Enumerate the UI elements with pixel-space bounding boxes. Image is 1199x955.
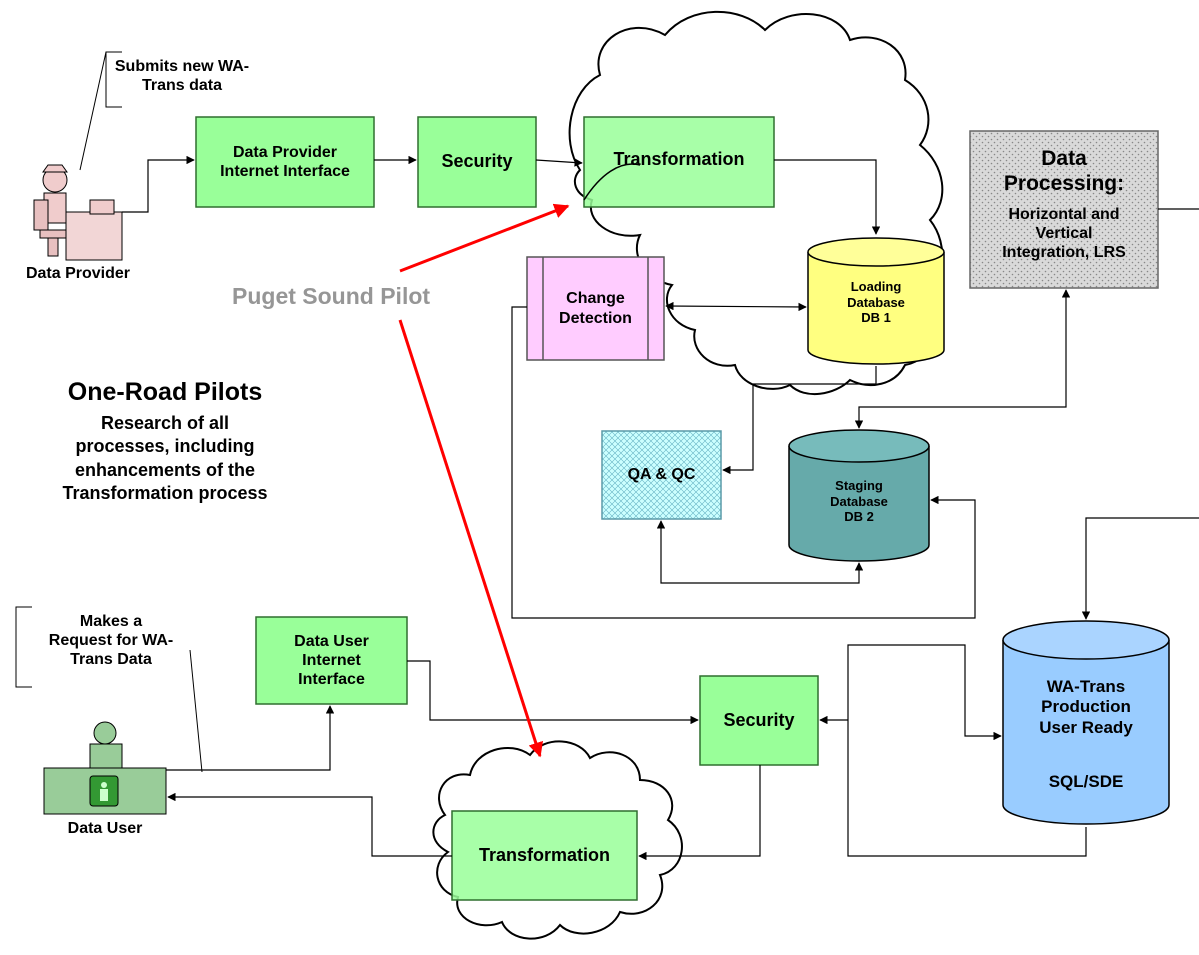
change-detection-label: Change Detection	[559, 290, 632, 327]
transformation-bottom-label: Transformation	[478, 844, 611, 865]
qa-qc-box	[601, 430, 722, 520]
staging-db-label: Staging Database DB 2	[830, 478, 888, 525]
data-user-label: Data User	[67, 820, 143, 837]
transformation-bottom-box	[451, 810, 638, 901]
production-db-label: WA-Trans Production User Ready	[1039, 677, 1133, 737]
one-road-title: One-Road Pilots	[67, 378, 263, 406]
security-bottom-box	[699, 675, 819, 766]
dp-interface-label: Data Provider Internet Interface	[220, 143, 350, 180]
makes-request-note: Makes a Request for WA- Trans Data	[48, 613, 174, 669]
loading-db-label: Loading Database DB 1	[847, 279, 905, 326]
data-processing-body: Horizontal and Vertical Integration, LRS	[1002, 206, 1126, 262]
data-processing-box	[969, 130, 1159, 289]
dp-interface-box	[195, 116, 375, 208]
data-processing-title: Data Processing:	[1003, 147, 1125, 196]
data-provider-icon	[33, 164, 123, 261]
data-provider-label: Data Provider	[25, 265, 131, 282]
security-top-box	[417, 116, 537, 208]
production-db-sub: SQL/SDE	[1048, 772, 1124, 791]
du-interface-label: Data User Internet Interface	[294, 632, 369, 689]
du-interface-box	[255, 616, 408, 705]
transformation-top-box	[583, 116, 775, 208]
data-user-icon	[43, 721, 167, 815]
security-bottom-label: Security	[723, 709, 795, 730]
security-top-label: Security	[441, 151, 513, 172]
one-road-body: Research of all processes, including enh…	[62, 413, 268, 504]
qa-qc-label: QA & QC	[627, 466, 696, 484]
puget-sound-pilot-label: Puget Sound Pilot	[232, 283, 431, 309]
production-db-cylinder	[1002, 620, 1170, 825]
change-detection-box	[526, 256, 665, 361]
transformation-top-label: Transformation	[613, 149, 745, 170]
submits-note: Submits new WA- Trans data	[114, 58, 250, 95]
